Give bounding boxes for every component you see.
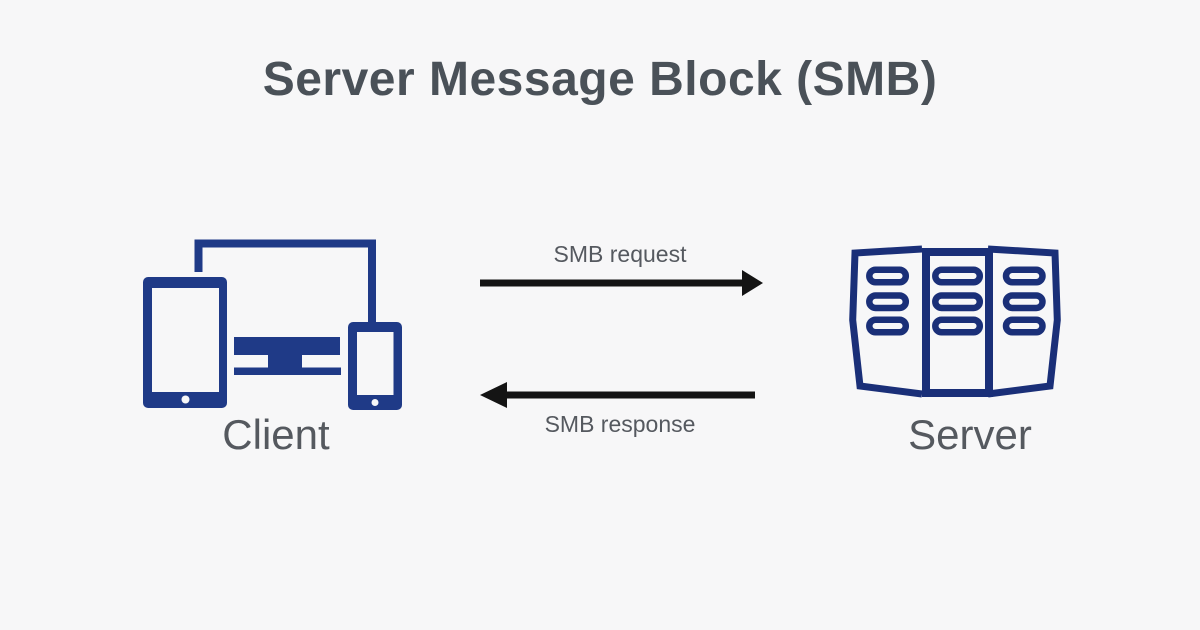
desktop-icon <box>234 337 341 375</box>
phone-icon <box>348 322 402 410</box>
server-tower-left <box>849 245 923 398</box>
server-rack-icon <box>849 245 1061 398</box>
monitor-outline-icon <box>194 239 376 330</box>
tablet-icon <box>143 277 227 408</box>
server-vent-slots <box>866 266 1046 336</box>
client-label: Client <box>222 411 330 458</box>
client-devices-icon <box>143 239 402 410</box>
server-label: Server <box>908 411 1032 458</box>
smb-response-label: SMB response <box>544 411 696 437</box>
left-arrow-icon <box>480 382 755 408</box>
server-tower-right <box>987 245 1061 398</box>
smb-request-label: SMB request <box>553 241 687 267</box>
right-arrow-icon <box>480 270 763 296</box>
page-title: Server Message Block (SMB) <box>262 53 938 106</box>
